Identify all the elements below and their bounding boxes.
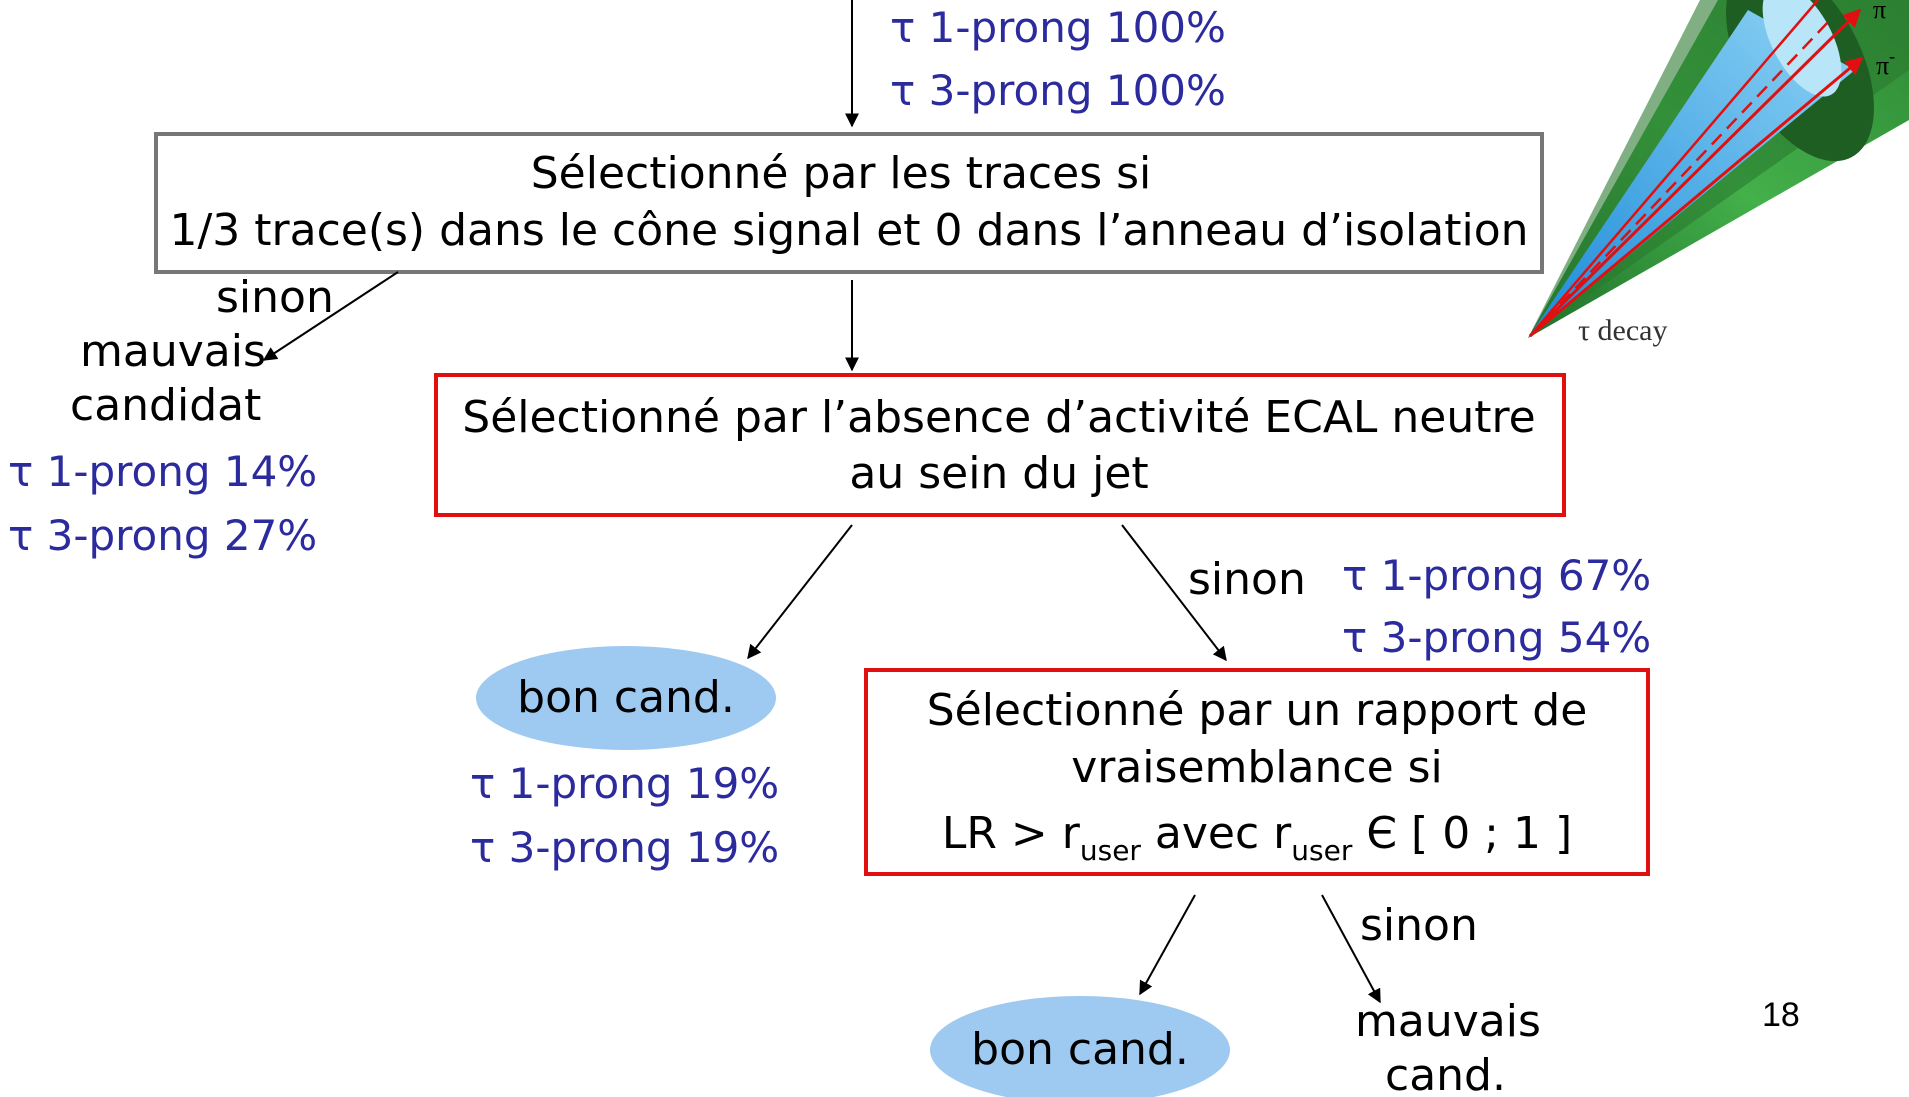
top-stat-3prong: τ 3-prong 100%: [890, 66, 1226, 115]
good1-label: bon cand.: [517, 672, 735, 723]
page-number: 18: [1762, 996, 1800, 1034]
track-red-3: [1529, 19, 1831, 337]
arrow-box2-to-good1: [747, 524, 853, 660]
lr-suffix: Є [ 0 ; 1 ]: [1352, 808, 1572, 859]
lr-prefix: LR > r: [942, 808, 1081, 859]
branch2-3prong: τ 3-prong 54%: [1342, 613, 1651, 662]
lr-mid: avec r: [1141, 808, 1292, 859]
arrow-box3-to-reject2: [1321, 894, 1381, 1004]
box-track-selection: [154, 132, 1544, 274]
lr-sub2: user: [1291, 834, 1353, 867]
pi-label-top: π: [1873, 0, 1886, 24]
good2-label: bon cand.: [971, 1024, 1189, 1075]
arrow-box1-to-reject: [262, 271, 399, 361]
box1-line2: 1/3 trace(s) dans le cône signal et 0 da…: [169, 205, 1528, 256]
good1-1prong: τ 1-prong 19%: [470, 759, 779, 808]
track-red-1: [1528, 8, 1862, 338]
good1-3prong: τ 3-prong 19%: [470, 823, 779, 872]
reject2-line1: mauvais: [1355, 996, 1541, 1047]
box2-line1: Sélectionné par l’absence d’activité ECA…: [462, 392, 1535, 443]
box-ecal-selection: [434, 373, 1566, 517]
box3-line1: Sélectionné par un rapport de: [927, 685, 1588, 736]
branch2-1prong: τ 1-prong 67%: [1342, 551, 1651, 600]
inner-cone-rim: [1762, 0, 1842, 97]
reject1-sinon: sinon: [216, 272, 334, 323]
reject1-line1: mauvais: [80, 326, 266, 377]
pi-minus-label: π-: [1876, 46, 1895, 80]
reject1-1prong: τ 1-prong 14%: [8, 447, 317, 496]
reject2-line2: cand.: [1385, 1050, 1506, 1097]
pi-minus-sup: -: [1889, 46, 1895, 66]
tau-decay-label: τ decay: [1578, 314, 1668, 347]
track-red-4: [1529, 0, 1819, 337]
reject1-3prong: τ 3-prong 27%: [8, 511, 317, 560]
arrow-box2-to-box3: [1121, 524, 1227, 662]
reject2-sinon: sinon: [1360, 900, 1478, 951]
good-candidate-1: [476, 646, 776, 750]
pi-minus-base: π: [1876, 51, 1889, 80]
top-stat-1prong: τ 1-prong 100%: [890, 3, 1226, 52]
reject1-line2: candidat: [70, 380, 261, 431]
box2-line2: au sein du jet: [849, 448, 1148, 499]
box1-line1: Sélectionné par les traces si: [531, 148, 1152, 199]
box3-line2: vraisemblance si: [1071, 742, 1443, 793]
box-likelihood-selection: [864, 668, 1650, 876]
arrow-box3-to-good2: [1139, 894, 1196, 996]
good-candidate-2: [930, 996, 1230, 1097]
tau-decay-cone-figure: π π- τ decay: [1528, 0, 1909, 347]
box3-lr-condition: LR > ruser avec ruser Є [ 0 ; 1 ]: [942, 808, 1572, 867]
lr-sub1: user: [1080, 834, 1142, 867]
branch2-sinon: sinon: [1188, 554, 1306, 605]
track-red-2: [1529, 56, 1864, 338]
